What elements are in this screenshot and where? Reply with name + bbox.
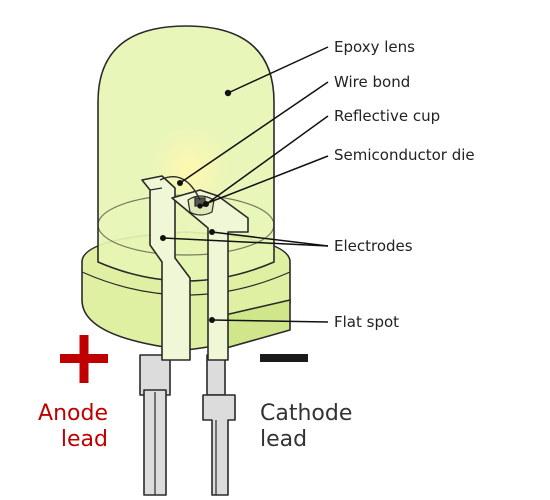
dot-electrode-1	[160, 235, 166, 241]
anode-lead-label-line1: Anode	[38, 401, 108, 426]
label-epoxy-lens: Epoxy lens	[334, 38, 415, 56]
anode-post	[141, 175, 191, 361]
leader-reflective-cup	[204, 115, 329, 206]
leader-semiconductor-die	[199, 155, 329, 207]
leader-electrode-1	[162, 237, 329, 247]
leader-epoxy-lens	[227, 46, 329, 94]
minus-sign-icon	[260, 354, 308, 362]
label-electrodes: Electrodes	[334, 237, 413, 255]
dot-epoxy-lens	[224, 89, 232, 97]
dot-wire-bond	[177, 180, 183, 186]
label-wire-bond: Wire bond	[334, 73, 410, 91]
anode-lead-label-line2: lead	[61, 427, 108, 452]
leader-flat-spot	[211, 319, 329, 323]
dot-semiconductor-die	[197, 203, 203, 209]
cathode-lead-wire	[202, 354, 236, 496]
dot-reflective-cup	[203, 201, 209, 207]
leader-wire-bond	[179, 81, 329, 184]
cathode-lead-label-line2: lead	[260, 427, 307, 452]
dot-electrode-2	[209, 229, 215, 235]
anode-lead-wire	[139, 354, 171, 496]
label-reflective-cup: Reflective cup	[334, 107, 440, 125]
label-flat-spot: Flat spot	[334, 313, 399, 331]
plus-sign-icon	[60, 335, 108, 383]
wire-bond-shape	[159, 176, 201, 201]
leader-electrode-2	[211, 231, 329, 247]
cathode-lead-label-line1: Cathode	[260, 401, 352, 426]
label-semiconductor-die: Semiconductor die	[334, 146, 475, 164]
dot-flat-spot	[209, 317, 215, 323]
cathode-post	[171, 189, 249, 361]
